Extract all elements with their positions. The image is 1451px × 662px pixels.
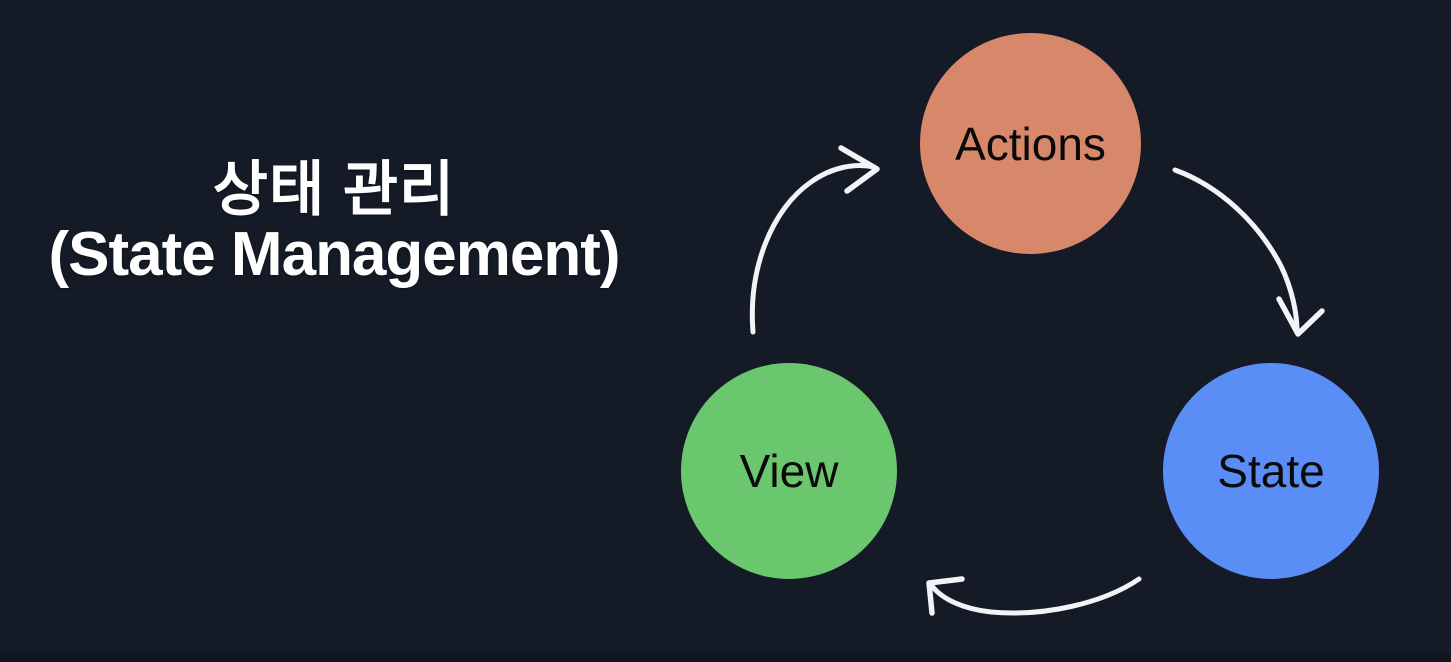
arrow-actions-to-state [1172, 167, 1325, 337]
page-title-line-english: (State Management) [48, 219, 620, 289]
bottom-letterbox-strip [0, 653, 1451, 662]
arrow-state-to-view [926, 576, 1142, 616]
node-view-label: View [739, 445, 839, 497]
node-actions-label: Actions [955, 117, 1106, 170]
page-title: 상태 관리 (State Management) [0, 158, 668, 287]
node-state-label: State [1217, 445, 1325, 497]
page-title-line-korean: 상태 관리 [212, 156, 456, 223]
node-view[interactable]: View [681, 363, 897, 579]
node-actions[interactable]: Actions [920, 33, 1141, 254]
node-state[interactable]: State [1163, 363, 1379, 579]
arrow-view-to-actions [749, 145, 880, 335]
